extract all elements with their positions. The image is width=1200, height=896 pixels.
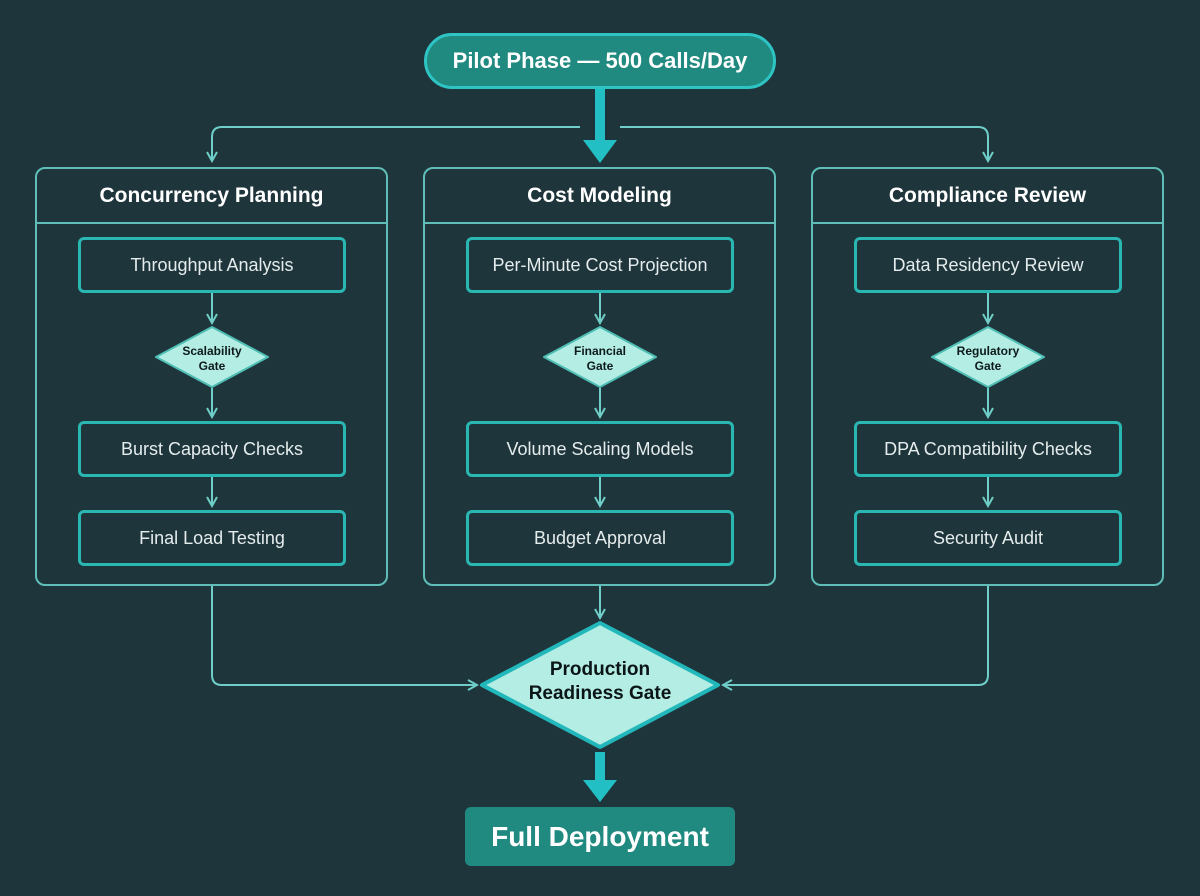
step-label: Throughput Analysis xyxy=(130,254,294,275)
production-gate-line1: Production xyxy=(549,659,651,680)
lane-title: Concurrency Planning xyxy=(99,183,324,207)
start-thick-arrowhead xyxy=(583,140,617,163)
step-label: Volume Scaling Models xyxy=(506,438,694,459)
step-label: DPA Compatibility Checks xyxy=(884,438,1092,459)
production-gate-line2: Readiness Gate xyxy=(528,683,672,704)
step-dpa-compatibility-checks[interactable]: DPA Compatibility Checks xyxy=(854,421,1122,477)
gate-label-line: Gate xyxy=(586,359,614,373)
full-deployment-label: Full Deployment xyxy=(491,820,709,852)
lane-title: Compliance Review xyxy=(888,183,1087,207)
scalability-gate-diamond xyxy=(155,326,269,388)
gate-label-line: Regulatory xyxy=(956,344,1020,358)
lane-header: Concurrency Planning xyxy=(37,169,386,224)
scalability-gate-label[interactable]: Scalability Gate xyxy=(162,344,262,374)
financial-gate-label[interactable]: Financial Gate xyxy=(550,344,650,374)
lane-header: Compliance Review xyxy=(813,169,1162,224)
lane-exit-connector-left xyxy=(211,586,477,685)
gate-label-line: Gate xyxy=(198,359,226,373)
step-volume-scaling-models[interactable]: Volume Scaling Models xyxy=(466,421,734,477)
step-security-audit[interactable]: Security Audit xyxy=(854,510,1122,566)
regulatory-gate-label[interactable]: Regulatory Gate xyxy=(938,344,1038,374)
step-label: Burst Capacity Checks xyxy=(120,438,304,459)
pilot-phase-label: Pilot Phase — 500 Calls/Day xyxy=(452,48,748,73)
step-label: Security Audit xyxy=(932,527,1044,548)
lane-exit-connector-right xyxy=(723,586,989,685)
regulatory-gate-diamond xyxy=(931,326,1045,388)
lane-header: Cost Modeling xyxy=(425,169,774,224)
pilot-phase-start-node[interactable]: Pilot Phase — 500 Calls/Day xyxy=(424,33,776,89)
lane-cost-modeling: Cost Modeling xyxy=(423,167,776,586)
step-label: Per-Minute Cost Projection xyxy=(492,254,708,275)
lane-concurrency-planning: Concurrency Planning xyxy=(35,167,388,586)
step-label: Final Load Testing xyxy=(139,527,285,548)
step-label: Data Residency Review xyxy=(892,254,1084,275)
step-budget-approval[interactable]: Budget Approval xyxy=(466,510,734,566)
final-thick-connector xyxy=(595,752,605,782)
production-readiness-gate-label[interactable]: Production Readiness Gate xyxy=(500,658,700,706)
step-per-minute-cost-projection[interactable]: Per-Minute Cost Projection xyxy=(466,237,734,293)
final-thick-arrowhead xyxy=(583,780,617,802)
branch-connector-left xyxy=(212,126,580,161)
start-thick-connector xyxy=(595,89,605,141)
gate-label-line: Scalability xyxy=(182,344,242,358)
step-throughput-analysis[interactable]: Throughput Analysis xyxy=(78,237,346,293)
gate-label-line: Gate xyxy=(974,359,1002,373)
step-label: Budget Approval xyxy=(533,527,667,548)
financial-gate-diamond xyxy=(543,326,657,388)
step-final-load-testing[interactable]: Final Load Testing xyxy=(78,510,346,566)
lane-title: Cost Modeling xyxy=(527,183,672,207)
production-gate-diamond xyxy=(480,621,720,749)
gate-label-line: Financial xyxy=(573,344,626,358)
lane-compliance-review: Compliance Review xyxy=(811,167,1164,586)
full-deployment-node[interactable]: Full Deployment xyxy=(465,807,735,866)
step-data-residency-review[interactable]: Data Residency Review xyxy=(854,237,1122,293)
branch-connector-right xyxy=(620,126,988,161)
step-burst-capacity-checks[interactable]: Burst Capacity Checks xyxy=(78,421,346,477)
